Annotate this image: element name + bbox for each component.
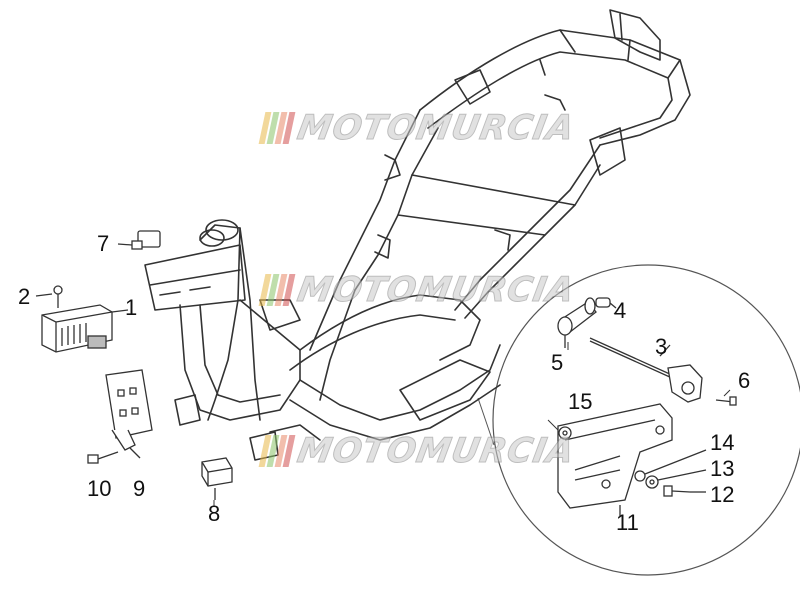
detail-leader-line [477,397,495,446]
watermark: MOTOMURCIA [258,431,578,472]
part-bolt-10 [87,451,119,464]
callout-5[interactable]: 5 [551,350,564,375]
callout-15[interactable]: 15 [568,389,593,414]
callout-6[interactable]: 6 [738,368,751,393]
part-nipple-4 [595,297,617,309]
part-washer-15 [558,426,572,440]
watermark-text: MOTOMURCIA [294,108,578,149]
watermark: MOTOMURCIA [258,270,578,311]
callout-7[interactable]: 7 [97,231,110,256]
part-fitting-5 [557,297,597,348]
watermark-text: MOTOMURCIA [294,270,578,311]
watermark: MOTOMURCIA [258,108,578,149]
callout-9[interactable]: 9 [133,476,146,501]
callout-8[interactable]: 8 [208,501,221,526]
detail-circle [492,264,800,576]
part-washers-13-14 [634,449,707,489]
part-connector-7 [117,230,161,250]
callout-11[interactable]: 11 [616,510,639,535]
callout-14[interactable]: 14 [710,430,735,455]
part-screw-12 [663,485,706,497]
scooter-frame [144,9,691,461]
leader-lines [213,309,731,506]
watermark-stripes-icon [258,112,296,144]
watermark-text: MOTOMURCIA [294,431,578,472]
callout-12[interactable]: 12 [710,482,735,507]
part-plate-11 [557,403,673,516]
part-screw-2 [35,285,63,308]
callout-10[interactable]: 10 [87,476,112,501]
part-cable-3 [589,337,703,403]
part-regulator-1 [41,304,129,353]
part-screw-6 [715,396,737,406]
callout-4[interactable]: 4 [614,298,627,323]
callout-13[interactable]: 13 [710,456,735,481]
watermark-stripes-icon [258,274,296,306]
callout-2[interactable]: 2 [18,284,31,309]
watermark-stripes-icon [258,435,296,467]
callout-3[interactable]: 3 [655,334,668,359]
callout-1[interactable]: 1 [125,295,138,320]
part-bracket-9 [105,369,153,459]
part-relay-8 [201,457,233,500]
